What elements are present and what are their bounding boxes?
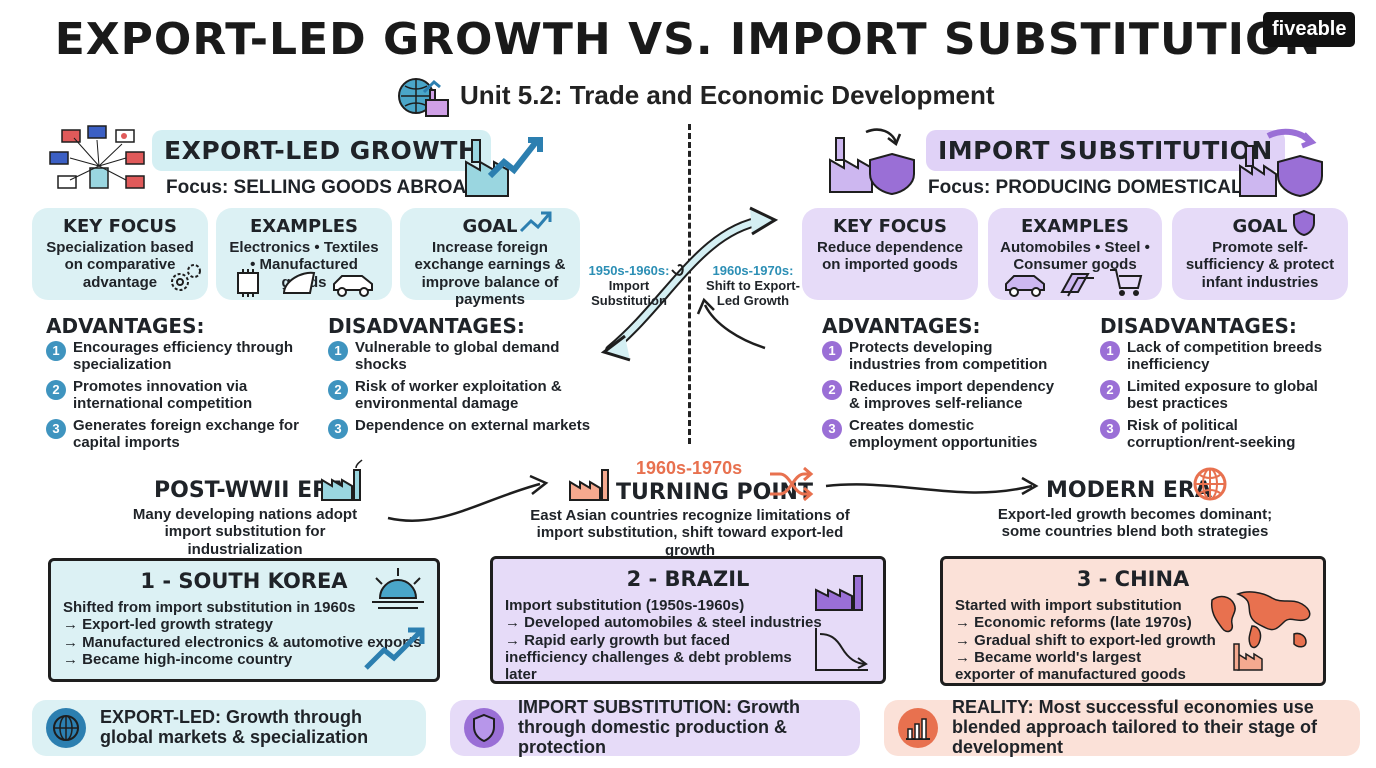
post-war-text: Many developing nations adopt import sub… (132, 506, 358, 558)
fiveable-logo: fiveable (1263, 12, 1356, 47)
car-steel-cart-icons (1004, 266, 1146, 303)
import-advantages-heading: ADVANTAGES: (822, 314, 981, 338)
card-text: Promote self-sufficiency & protect infan… (1185, 239, 1335, 291)
globe-factory-icon (396, 72, 452, 120)
shield-icon (1292, 209, 1316, 242)
case-title: 2 - BRAZIL (626, 567, 750, 591)
globe-icon (1192, 466, 1228, 507)
modern-era-text: Export-led growth becomes dominant; some… (997, 506, 1273, 541)
card-title: EXAMPLES (250, 216, 358, 237)
sunrise-icon (368, 566, 428, 615)
growth-arrow-icon (364, 626, 426, 677)
case-china: 3 - CHINA Started with import substituti… (940, 556, 1326, 686)
shield-icon (464, 708, 504, 748)
export-focus: Focus: SELLING GOODS ABROAD (166, 177, 480, 198)
post-war-heading: POST-WWII ERA (154, 478, 347, 503)
factory-icon (568, 462, 612, 507)
trade-flags-icon (48, 124, 148, 194)
footer-text: REALITY: Most successful economies use b… (952, 697, 1318, 757)
card-text: Reduce dependence on imported goods (817, 239, 963, 274)
footer-export-led: EXPORT-LED: Growth through global market… (32, 700, 426, 756)
factory-protect-icon (1238, 126, 1328, 200)
world-map-icon (1208, 588, 1318, 677)
import-disadvantages-heading: DISADVANTAGES: (1100, 314, 1297, 338)
card-title: GOAL (1232, 216, 1288, 237)
import-substitution-heading: IMPORT SUBSTITUTION (926, 130, 1285, 171)
footer-text: IMPORT SUBSTITUTION: Growth through dome… (518, 697, 800, 757)
case-title: 3 - CHINA (1076, 567, 1190, 591)
transition-arrows (600, 206, 779, 362)
footer-text: EXPORT-LED: Growth through global market… (100, 707, 369, 747)
export-led-heading: EXPORT-LED GROWTH (152, 130, 492, 171)
card-text: Specialization based on comparative adva… (46, 239, 194, 291)
case-brazil: 2 - BRAZIL Import substitution (1950s-19… (490, 556, 886, 684)
mid-left-note: 1950s-1960s: Import Substitution (588, 263, 670, 308)
import-focus: Focus: PRODUCING DOMESTICALLY (928, 177, 1266, 198)
factory-growth-icon (462, 132, 544, 200)
trend-up-icon (519, 209, 553, 240)
decline-chart-icon (814, 626, 870, 677)
import-goal-card: GOAL Promote self-sufficiency & protect … (1172, 208, 1348, 300)
case-title: 1 - SOUTH KOREA (140, 569, 348, 593)
mid-right-note: 1960s-1970s: Shift to Export-Led Growth (706, 263, 800, 308)
turning-years: 1960s-1970s (636, 458, 743, 478)
timeline-arrows (387, 474, 1039, 523)
card-text: Automobiles • Steel • Consumer goods (1000, 239, 1150, 274)
card-text: Increase foreign exchange earnings & imp… (414, 239, 566, 308)
page-title: EXPORT-LED GROWTH VS. IMPORT SUBSTITUTIO… (54, 14, 1322, 65)
import-key-focus-card: KEY FOCUS Reduce dependence on imported … (802, 208, 978, 300)
card-title: EXAMPLES (1021, 216, 1129, 237)
gears-icon (168, 262, 204, 301)
globe-icon (46, 708, 86, 748)
export-key-focus-card: KEY FOCUS Specialization based on compar… (32, 208, 208, 300)
bar-chart-icon (898, 708, 938, 748)
turning-text: East Asian countries recognize limitatio… (530, 507, 850, 559)
export-advantages-heading: ADVANTAGES: (46, 314, 205, 338)
factory-shield-icon (826, 124, 920, 196)
footer-import-substitution: IMPORT SUBSTITUTION: Growth through dome… (450, 697, 860, 757)
export-goal-card: GOAL Increase foreign exchange earnings … (400, 208, 580, 308)
modern-era-heading: MODERN ERA (1046, 478, 1212, 503)
center-divider (688, 124, 691, 444)
export-disadvantages-heading: DISADVANTAGES: (328, 314, 525, 338)
shuffle-icon (768, 466, 814, 507)
chip-fabric-car-icons (234, 268, 384, 303)
card-title: KEY FOCUS (833, 216, 947, 237)
card-title: KEY FOCUS (63, 216, 177, 237)
page-subtitle: Unit 5.2: Trade and Economic Development (460, 80, 995, 110)
factory-icon (814, 564, 868, 617)
factory-icon (320, 458, 364, 507)
footer-reality: REALITY: Most successful economies use b… (884, 697, 1360, 757)
card-title: GOAL (462, 216, 518, 237)
